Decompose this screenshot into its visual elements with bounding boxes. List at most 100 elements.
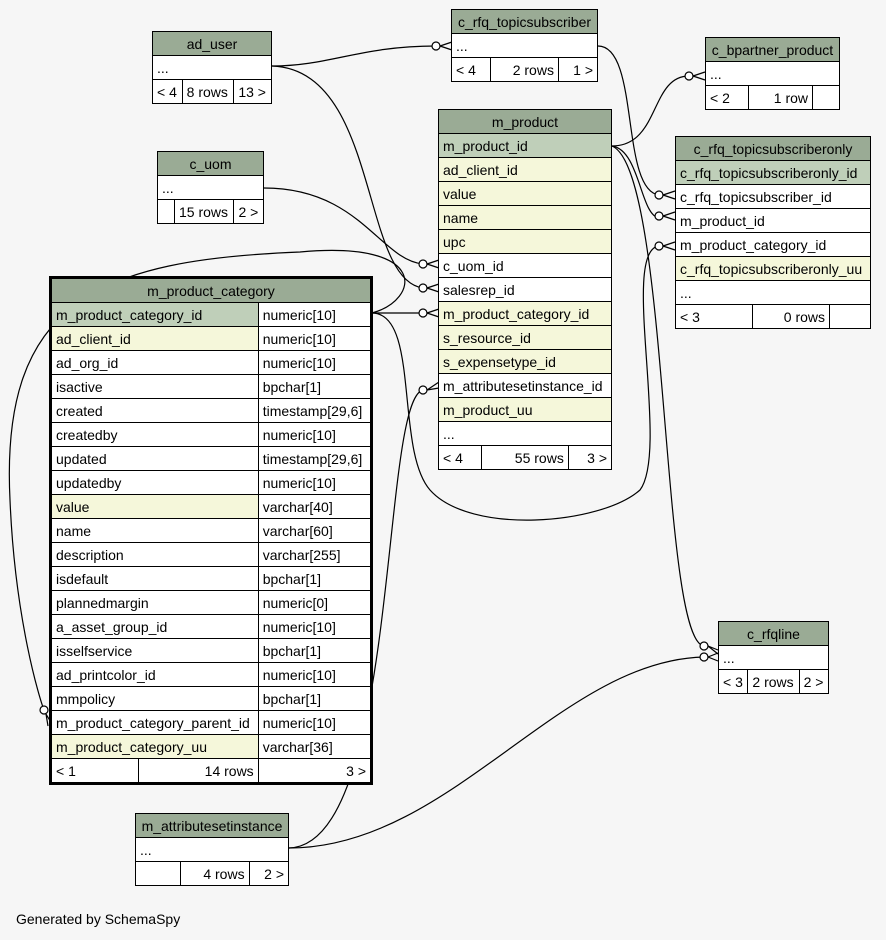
crows-foot (662, 211, 676, 221)
table-m-product[interactable]: m_product m_product_id ad_client_id valu… (437, 109, 613, 470)
column-name-createdby[interactable]: createdby (50, 422, 259, 447)
column-type: numeric[10] (257, 422, 373, 447)
table-header[interactable]: c_rfqline (718, 621, 829, 646)
parents-count[interactable]: < 4 (450, 57, 492, 82)
column-name-m-product-category-parent-id[interactable]: m_product_category_parent_id (50, 710, 259, 735)
crows-foot (426, 381, 440, 391)
more-columns: ... (135, 837, 289, 862)
column-name-ad-org-id[interactable]: ad_org_id (50, 350, 259, 375)
edge-end-circle (418, 283, 428, 293)
column-type: varchar[40] (257, 494, 373, 519)
column-type: numeric[10] (257, 614, 373, 639)
table-header[interactable]: m_product (438, 109, 612, 134)
column-name-created[interactable]: created (50, 398, 259, 423)
table-c-uom[interactable]: c_uom ... 15 rows 2 > (157, 151, 264, 224)
edge-topicsubscriber-only (597, 45, 660, 196)
edge-asi-product (288, 389, 424, 849)
row-count: 15 rows (173, 199, 235, 224)
row-count: 55 rows (481, 445, 569, 470)
column-ad-client-id[interactable]: ad_client_id (438, 157, 612, 182)
crows-foot (439, 41, 453, 51)
more-columns: ... (675, 280, 871, 305)
column-m-product-uu[interactable]: m_product_uu (438, 397, 612, 422)
column-salesrep-id[interactable]: salesrep_id (438, 277, 612, 302)
children-count[interactable]: 2 > (798, 669, 830, 694)
table-ad-user[interactable]: ad_user ... < 4 8 rows 13 > (152, 31, 272, 104)
table-header[interactable]: c_rfq_topicsubscriber (451, 9, 598, 34)
crows-foot (426, 283, 440, 293)
column-type: numeric[10] (257, 470, 373, 495)
edge-end-circle (654, 241, 664, 251)
column-name-name[interactable]: name (50, 518, 259, 543)
column-name-updated[interactable]: updated (50, 446, 259, 471)
column-s-resource-id[interactable]: s_resource_id (438, 325, 612, 350)
column-m-product-category-id[interactable]: m_product_category_id (675, 232, 871, 257)
edge-end-circle (699, 641, 709, 651)
crows-foot (692, 71, 706, 81)
parents-count[interactable]: < 4 (437, 445, 483, 470)
column-name[interactable]: name (438, 205, 612, 230)
row-count: 0 rows (752, 304, 830, 329)
column-c-rfq-topicsubscriberonly-id[interactable]: c_rfq_topicsubscriberonly_id (675, 160, 871, 185)
column-name-isselfservice[interactable]: isselfservice (50, 638, 259, 663)
children-count[interactable]: 2 > (248, 861, 290, 886)
table-c-rfq-topicsubscriberonly[interactable]: c_rfq_topicsubscriberonly c_rfq_topicsub… (675, 136, 871, 329)
column-upc[interactable]: upc (438, 229, 612, 254)
edge-end-circle (654, 190, 664, 200)
column-c-uom-id[interactable]: c_uom_id (438, 253, 612, 278)
table-c-rfq-topicsubscriber[interactable]: c_rfq_topicsubscriber ... < 4 2 rows 1 > (450, 9, 599, 82)
column-s-expensetype-id[interactable]: s_expensetype_id (438, 349, 612, 374)
column-type: timestamp[29,6] (257, 446, 373, 471)
children-count[interactable]: 3 > (257, 758, 373, 784)
table-header[interactable]: c_rfq_topicsubscriberonly (675, 136, 871, 161)
column-name-isactive[interactable]: isactive (50, 374, 259, 399)
column-type: bpchar[1] (257, 638, 373, 663)
table-header[interactable]: c_bpartner_product (705, 37, 840, 62)
column-value[interactable]: value (438, 181, 612, 206)
column-c-rfq-topicsubscriber-id[interactable]: c_rfq_topicsubscriber_id (675, 184, 871, 209)
column-m-product-id[interactable]: m_product_id (675, 208, 871, 233)
column-name-mmpolicy[interactable]: mmpolicy (50, 686, 259, 711)
column-name-isdefault[interactable]: isdefault (50, 566, 259, 591)
parents-count[interactable]: < 3 (717, 669, 749, 694)
column-m-product-category-id[interactable]: m_product_category_id (438, 301, 612, 326)
column-name-a-asset-group-id[interactable]: a_asset_group_id (50, 614, 259, 639)
children-count[interactable]: 3 > (567, 445, 613, 470)
column-name-ad-client-id[interactable]: ad_client_id (50, 326, 259, 351)
crows-foot (662, 241, 676, 251)
edge-end-circle (418, 385, 428, 395)
table-header[interactable]: m_attributesetinstance (135, 813, 289, 838)
table-header[interactable]: m_product_category (50, 277, 372, 303)
column-name-description[interactable]: description (50, 542, 259, 567)
parents-count[interactable]: < 3 (675, 304, 753, 329)
column-name-value[interactable]: value (50, 494, 259, 519)
edge-end-circle (418, 308, 428, 318)
column-name-updatedby[interactable]: updatedby (50, 470, 259, 495)
children-count (829, 304, 871, 329)
parents-count[interactable]: < 2 (705, 85, 749, 110)
table-m-product-category[interactable]: m_product_category m_product_category_id… (49, 276, 373, 785)
children-count[interactable]: 2 > (233, 199, 264, 224)
edge-end-circle (418, 259, 428, 269)
table-header[interactable]: ad_user (152, 31, 272, 56)
edge-product-rfqline (611, 145, 705, 647)
column-m-product-id[interactable]: m_product_id (438, 133, 612, 158)
more-columns: ... (152, 55, 272, 80)
table-c-bpartner-product[interactable]: c_bpartner_product ... < 2 1 row (705, 37, 840, 110)
column-name-plannedmargin[interactable]: plannedmargin (50, 590, 259, 615)
children-count[interactable]: 13 > (233, 79, 272, 104)
table-header[interactable]: c_uom (157, 151, 264, 176)
column-name-ad-printcolor-id[interactable]: ad_printcolor_id (50, 662, 259, 687)
table-c-rfqline[interactable]: c_rfqline ... < 3 2 rows 2 > (717, 621, 830, 694)
parents-count[interactable]: < 1 (50, 758, 139, 784)
table-m-attributesetinstance[interactable]: m_attributesetinstance ... 4 rows 2 > (135, 813, 290, 886)
column-c-rfq-topicsubscriberonly-uu[interactable]: c_rfq_topicsubscriberonly_uu (675, 256, 871, 281)
column-type: numeric[10] (257, 662, 373, 687)
column-name-m-product-category-uu[interactable]: m_product_category_uu (50, 734, 259, 759)
edge-category-only (371, 245, 660, 521)
column-name-m-product-category-id[interactable]: m_product_category_id (50, 302, 259, 327)
column-m-attributesetinstance-id[interactable]: m_attributesetinstance_id (438, 373, 612, 398)
parents-count[interactable]: < 4 (152, 79, 183, 104)
children-count (812, 85, 840, 110)
children-count[interactable]: 1 > (557, 57, 599, 82)
